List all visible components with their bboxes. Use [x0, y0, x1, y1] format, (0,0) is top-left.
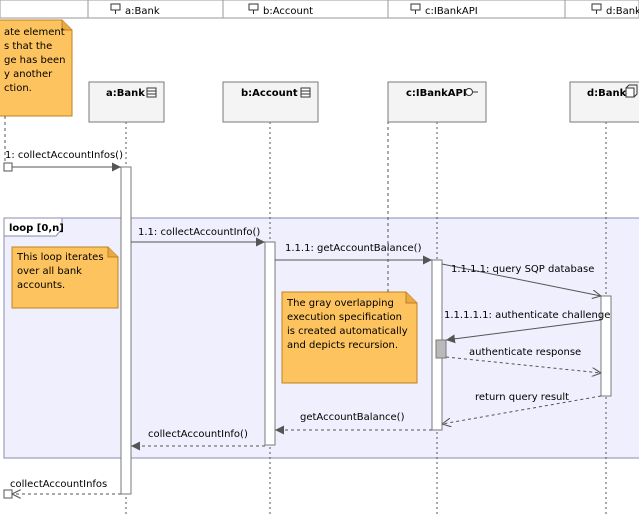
loop-label: loop [0,n] [9, 223, 64, 234]
return-collect-account-infos[interactable]: collectAccountInfos [3, 479, 121, 499]
lifeline-bank-d[interactable]: d:Bank [569, 81, 639, 515]
lifeline-account[interactable]: b:Account [222, 81, 319, 515]
activation-api-recursive[interactable] [435, 339, 447, 359]
message-1-1-1-1-label: 1.1.1.1: query SQP database [451, 264, 594, 275]
activation-bank[interactable] [120, 166, 132, 495]
message-1-1-1-label: 1.1.1: getAccountBalance() [285, 243, 422, 254]
header-account-label: b:Account [263, 6, 313, 17]
gray-note[interactable]: The gray overlapping execution specifica… [281, 291, 418, 384]
return-query-result[interactable]: return query result [442, 392, 602, 424]
header-bank[interactable]: a:Bank [110, 3, 160, 17]
loop-note-line-1: This loop iterates [16, 252, 104, 263]
component-icon [625, 84, 638, 98]
return-query-result-label: return query result [475, 392, 569, 403]
gray-note-line-4: and depicts recursion. [287, 340, 398, 351]
message-1-1-1[interactable]: 1.1.1: getAccountBalance() [275, 243, 432, 265]
loop-note-line-3: accounts. [17, 280, 65, 291]
message-1-1-label: 1.1: collectAccountInfo() [138, 227, 260, 238]
header-bank-d[interactable]: d:Bank [591, 3, 639, 17]
return-get-account-balance[interactable]: getAccountBalance() [275, 412, 432, 435]
lifeline-api-label: c:IBankAPI [406, 88, 467, 99]
loop-note[interactable]: This loop iterates over all bank account… [11, 246, 119, 309]
class-icon [146, 87, 157, 98]
header-api[interactable]: c:IBankAPI [410, 3, 478, 17]
header-account[interactable]: b:Account [248, 3, 313, 17]
gray-note-line-3: is created automatically [287, 326, 408, 337]
header-bank-d-label: d:Bank [606, 6, 639, 17]
top-note-line-5: ction. [4, 83, 32, 94]
top-note[interactable]: ate element s that the ge has been y ano… [0, 19, 73, 117]
header-bank-label: a:Bank [125, 6, 160, 17]
activation-bank-d[interactable] [600, 295, 612, 397]
message-1-1[interactable]: 1.1: collectAccountInfo() [131, 227, 265, 247]
message-1-1-1-1-1[interactable]: 1.1.1.1.1: authenticate challenge [444, 310, 610, 344]
class-icon [300, 87, 311, 98]
return-authenticate-response[interactable]: authenticate response [445, 347, 601, 373]
gray-note-line-2: execution specification [287, 312, 402, 323]
return-collect-account-info[interactable]: collectAccountInfo() [131, 429, 265, 451]
activation-account[interactable] [264, 241, 276, 446]
return-authenticate-response-label: authenticate response [469, 347, 581, 358]
lifeline-bank-label: a:Bank [106, 88, 145, 99]
lifeline-bank-d-label: d:Bank [587, 88, 627, 99]
return-collect-account-infos-label: collectAccountInfos [10, 479, 107, 490]
message-1-1-1-1[interactable]: 1.1.1.1: query SQP database [441, 263, 601, 296]
top-note-line-3: ge has been [4, 55, 66, 66]
message-1-label: 1: collectAccountInfos() [5, 150, 123, 161]
message-1[interactable]: 1: collectAccountInfos() [3, 150, 123, 172]
top-note-line-1: ate element [4, 27, 65, 38]
return-collect-account-info-label: collectAccountInfo() [148, 429, 248, 440]
return-get-account-balance-label: getAccountBalance() [300, 412, 405, 423]
header-bar: a:Bank b:Account c:IBankAPI d:Bank [0, 0, 639, 19]
header-api-label: c:IBankAPI [425, 6, 478, 17]
top-note-line-4: y another [4, 69, 53, 80]
loop-note-line-2: over all bank [17, 266, 82, 277]
lifeline-account-label: b:Account [241, 88, 298, 99]
top-note-line-2: s that the [4, 41, 52, 52]
gray-note-line-1: The gray overlapping [286, 298, 394, 309]
message-1-1-1-1-1-label: 1.1.1.1.1: authenticate challenge [444, 310, 610, 321]
interface-icon [465, 88, 478, 96]
